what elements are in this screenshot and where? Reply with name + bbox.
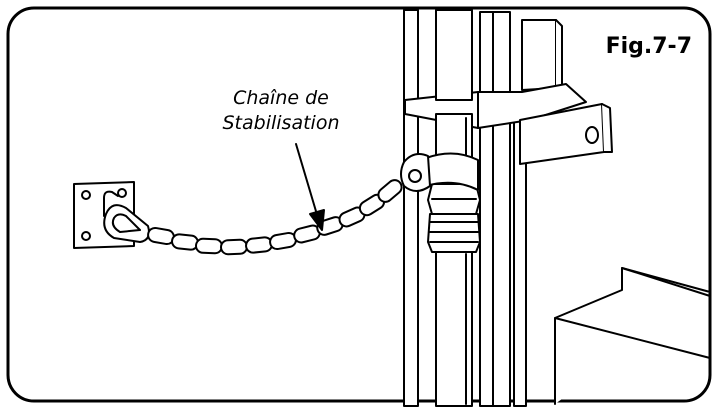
pole-clamp — [400, 152, 479, 192]
chain-callout-line-2: Stabilisation — [222, 112, 340, 134]
chain-callout-line-1: Chaîne de — [233, 87, 329, 109]
callout-arrow — [295, 143, 325, 231]
stabilization-chain — [147, 179, 403, 256]
snap-hook — [103, 204, 150, 243]
cabinet-box — [554, 267, 711, 405]
figure-frame — [6, 6, 712, 403]
pole — [427, 9, 481, 407]
mounting-bracket — [404, 19, 613, 165]
chain-callout-label: Chaîne de Stabilisation — [206, 86, 356, 136]
figure-label: Fig.7-7 — [605, 34, 692, 59]
